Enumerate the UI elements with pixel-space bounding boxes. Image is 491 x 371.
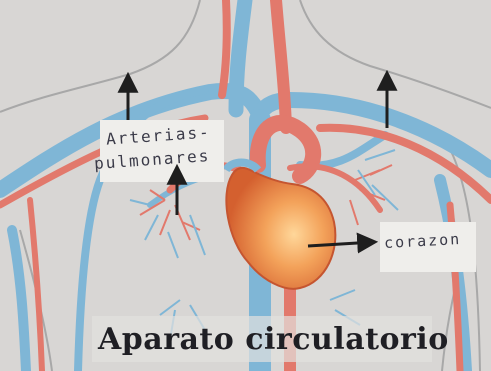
heart [226, 168, 335, 289]
diagram-title: Aparato circulatorio [98, 322, 449, 357]
